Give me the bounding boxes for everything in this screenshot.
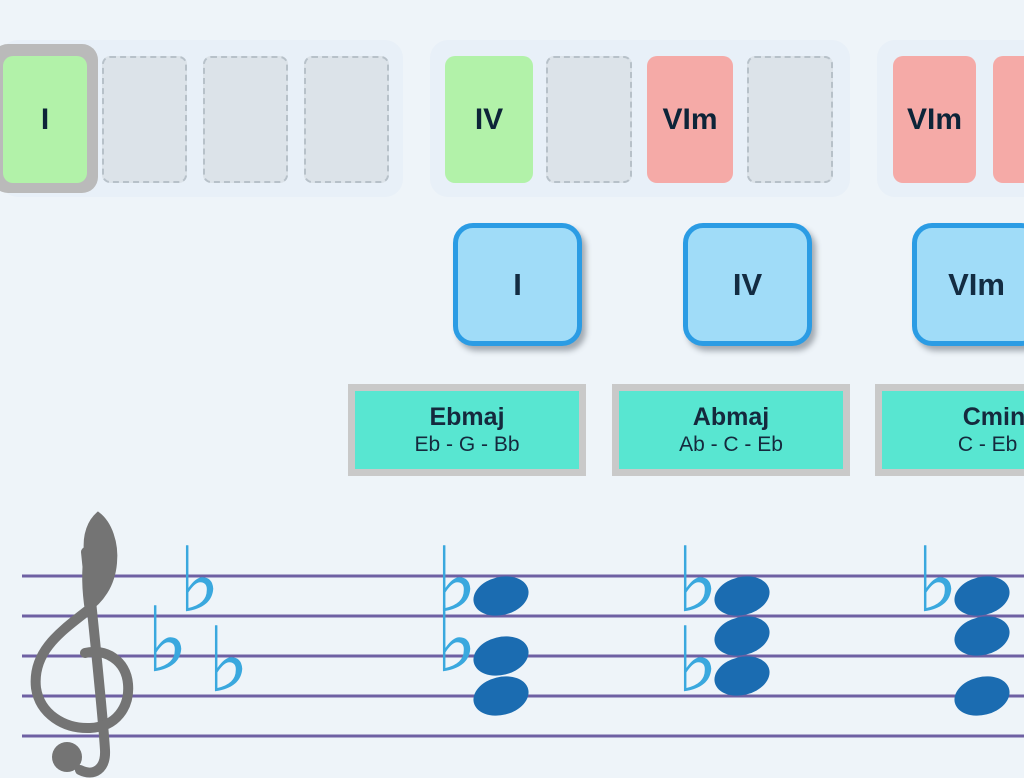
flat-icon: ♭ (146, 588, 188, 693)
note-head (954, 676, 1010, 716)
chord-slot-empty[interactable] (546, 56, 632, 183)
chord-card-name: Cmin (962, 402, 1024, 431)
chord-card-name: Ebmaj (429, 402, 505, 431)
note-head (473, 636, 529, 676)
treble-clef-icon (30, 511, 134, 778)
bar-group-3: VIm (877, 40, 1024, 197)
note-head (714, 656, 770, 696)
note-head (714, 576, 770, 616)
chip-label: IV (732, 266, 763, 302)
notation-staff: ♭♭♭♭♭♭♭♭ (22, 511, 1024, 778)
chord-card-Ebmaj[interactable]: Ebmaj Eb - G - Bb (348, 384, 586, 476)
note-head (954, 616, 1010, 656)
selected-slot-highlight: I (0, 44, 98, 193)
chord-slot-filled[interactable]: VIm (647, 56, 733, 183)
chord-chip-I[interactable]: I (453, 223, 582, 346)
bar-group-2: IV VIm (430, 40, 850, 197)
flat-icon: ♭ (207, 608, 249, 713)
chord-card-notes: Eb - G - Bb (414, 432, 520, 456)
chord-chip-VIm[interactable]: VIm (912, 223, 1024, 346)
chord-slot-filled[interactable]: I (3, 56, 87, 183)
chord-slot-empty[interactable] (747, 56, 833, 183)
chord-slot-empty[interactable] (203, 56, 288, 183)
note-head (473, 576, 529, 616)
chord-slot-empty[interactable] (304, 56, 389, 183)
note-head (714, 616, 770, 656)
note-head (473, 676, 529, 716)
chord-card-Abmaj[interactable]: Abmaj Ab - C - Eb (612, 384, 850, 476)
flat-icon: ♭ (435, 588, 477, 693)
chord-slot-empty[interactable] (102, 56, 187, 183)
chord-slot-filled[interactable]: VIm (893, 56, 976, 183)
chip-label: VIm (948, 266, 1005, 302)
flat-icon: ♭ (676, 608, 718, 713)
chord-slot-filled[interactable]: IV (445, 56, 533, 183)
chord-chip-IV[interactable]: IV (683, 223, 812, 346)
flat-icon: ♭ (178, 528, 220, 633)
note-head (954, 576, 1010, 616)
slot-label: VIm (906, 102, 963, 136)
slot-label: VIm (662, 102, 718, 136)
chip-label: I (513, 266, 522, 302)
flat-icon: ♭ (435, 528, 477, 633)
slot-label: IV (474, 102, 504, 136)
bar-group-1: I (0, 40, 403, 197)
flat-icon: ♭ (916, 528, 958, 633)
slot-label: I (40, 102, 50, 136)
chord-card-Cmin[interactable]: Cmin C - Eb - (875, 384, 1024, 476)
notes-layer: ♭♭♭♭♭♭♭♭ (146, 528, 1010, 716)
chord-card-notes: C - Eb - (957, 432, 1024, 456)
chord-slot-filled[interactable] (993, 56, 1024, 183)
flat-icon: ♭ (676, 528, 718, 633)
chord-card-notes: Ab - C - Eb (679, 432, 783, 456)
chord-card-name: Abmaj (692, 402, 770, 431)
